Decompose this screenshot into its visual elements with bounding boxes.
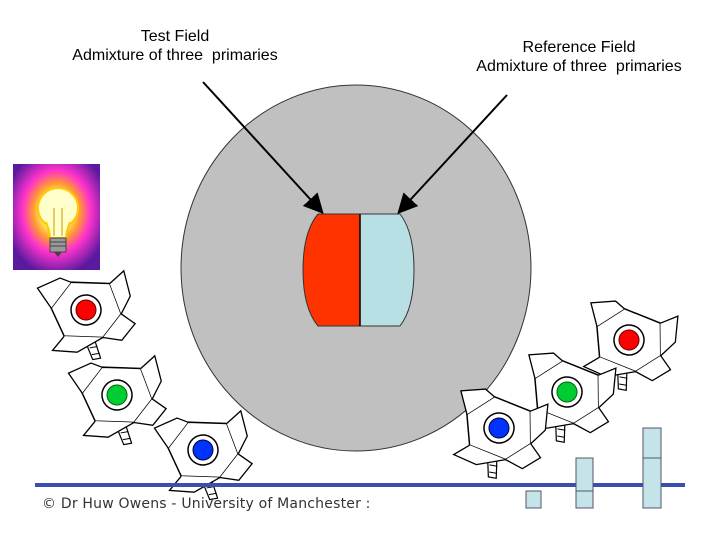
green-spotlight-icon — [514, 348, 620, 450]
red-spotlight-icon — [35, 265, 141, 368]
test-field-subtitle: Admixture of three primaries — [72, 47, 278, 64]
reference-field-subtitle: Admixture of three primaries — [476, 58, 682, 75]
reference-field-title: Reference Field — [522, 39, 636, 56]
blue-spotlight-icon — [446, 384, 552, 486]
footer-credit: © Dr Huw Owens - University of Mancheste… — [42, 496, 371, 512]
footer-accent-bar — [35, 483, 685, 487]
green-spotlight-icon — [66, 350, 172, 453]
reference-field-label: Reference Field Admixture of three prima… — [448, 38, 710, 76]
reference-half-field — [359, 213, 415, 327]
red-spotlight-icon — [576, 296, 682, 398]
test-field-arrow-icon — [202, 81, 324, 214]
reference-field-arrow-icon — [397, 94, 508, 214]
test-field-label: Test Field Admixture of three primaries — [40, 27, 310, 65]
test-field-title: Test Field — [140, 28, 210, 45]
test-half-field — [302, 213, 361, 327]
blue-spotlight-icon — [152, 405, 258, 508]
primary-level-meters — [525, 427, 662, 509]
light-bulb-icon — [13, 164, 100, 270]
